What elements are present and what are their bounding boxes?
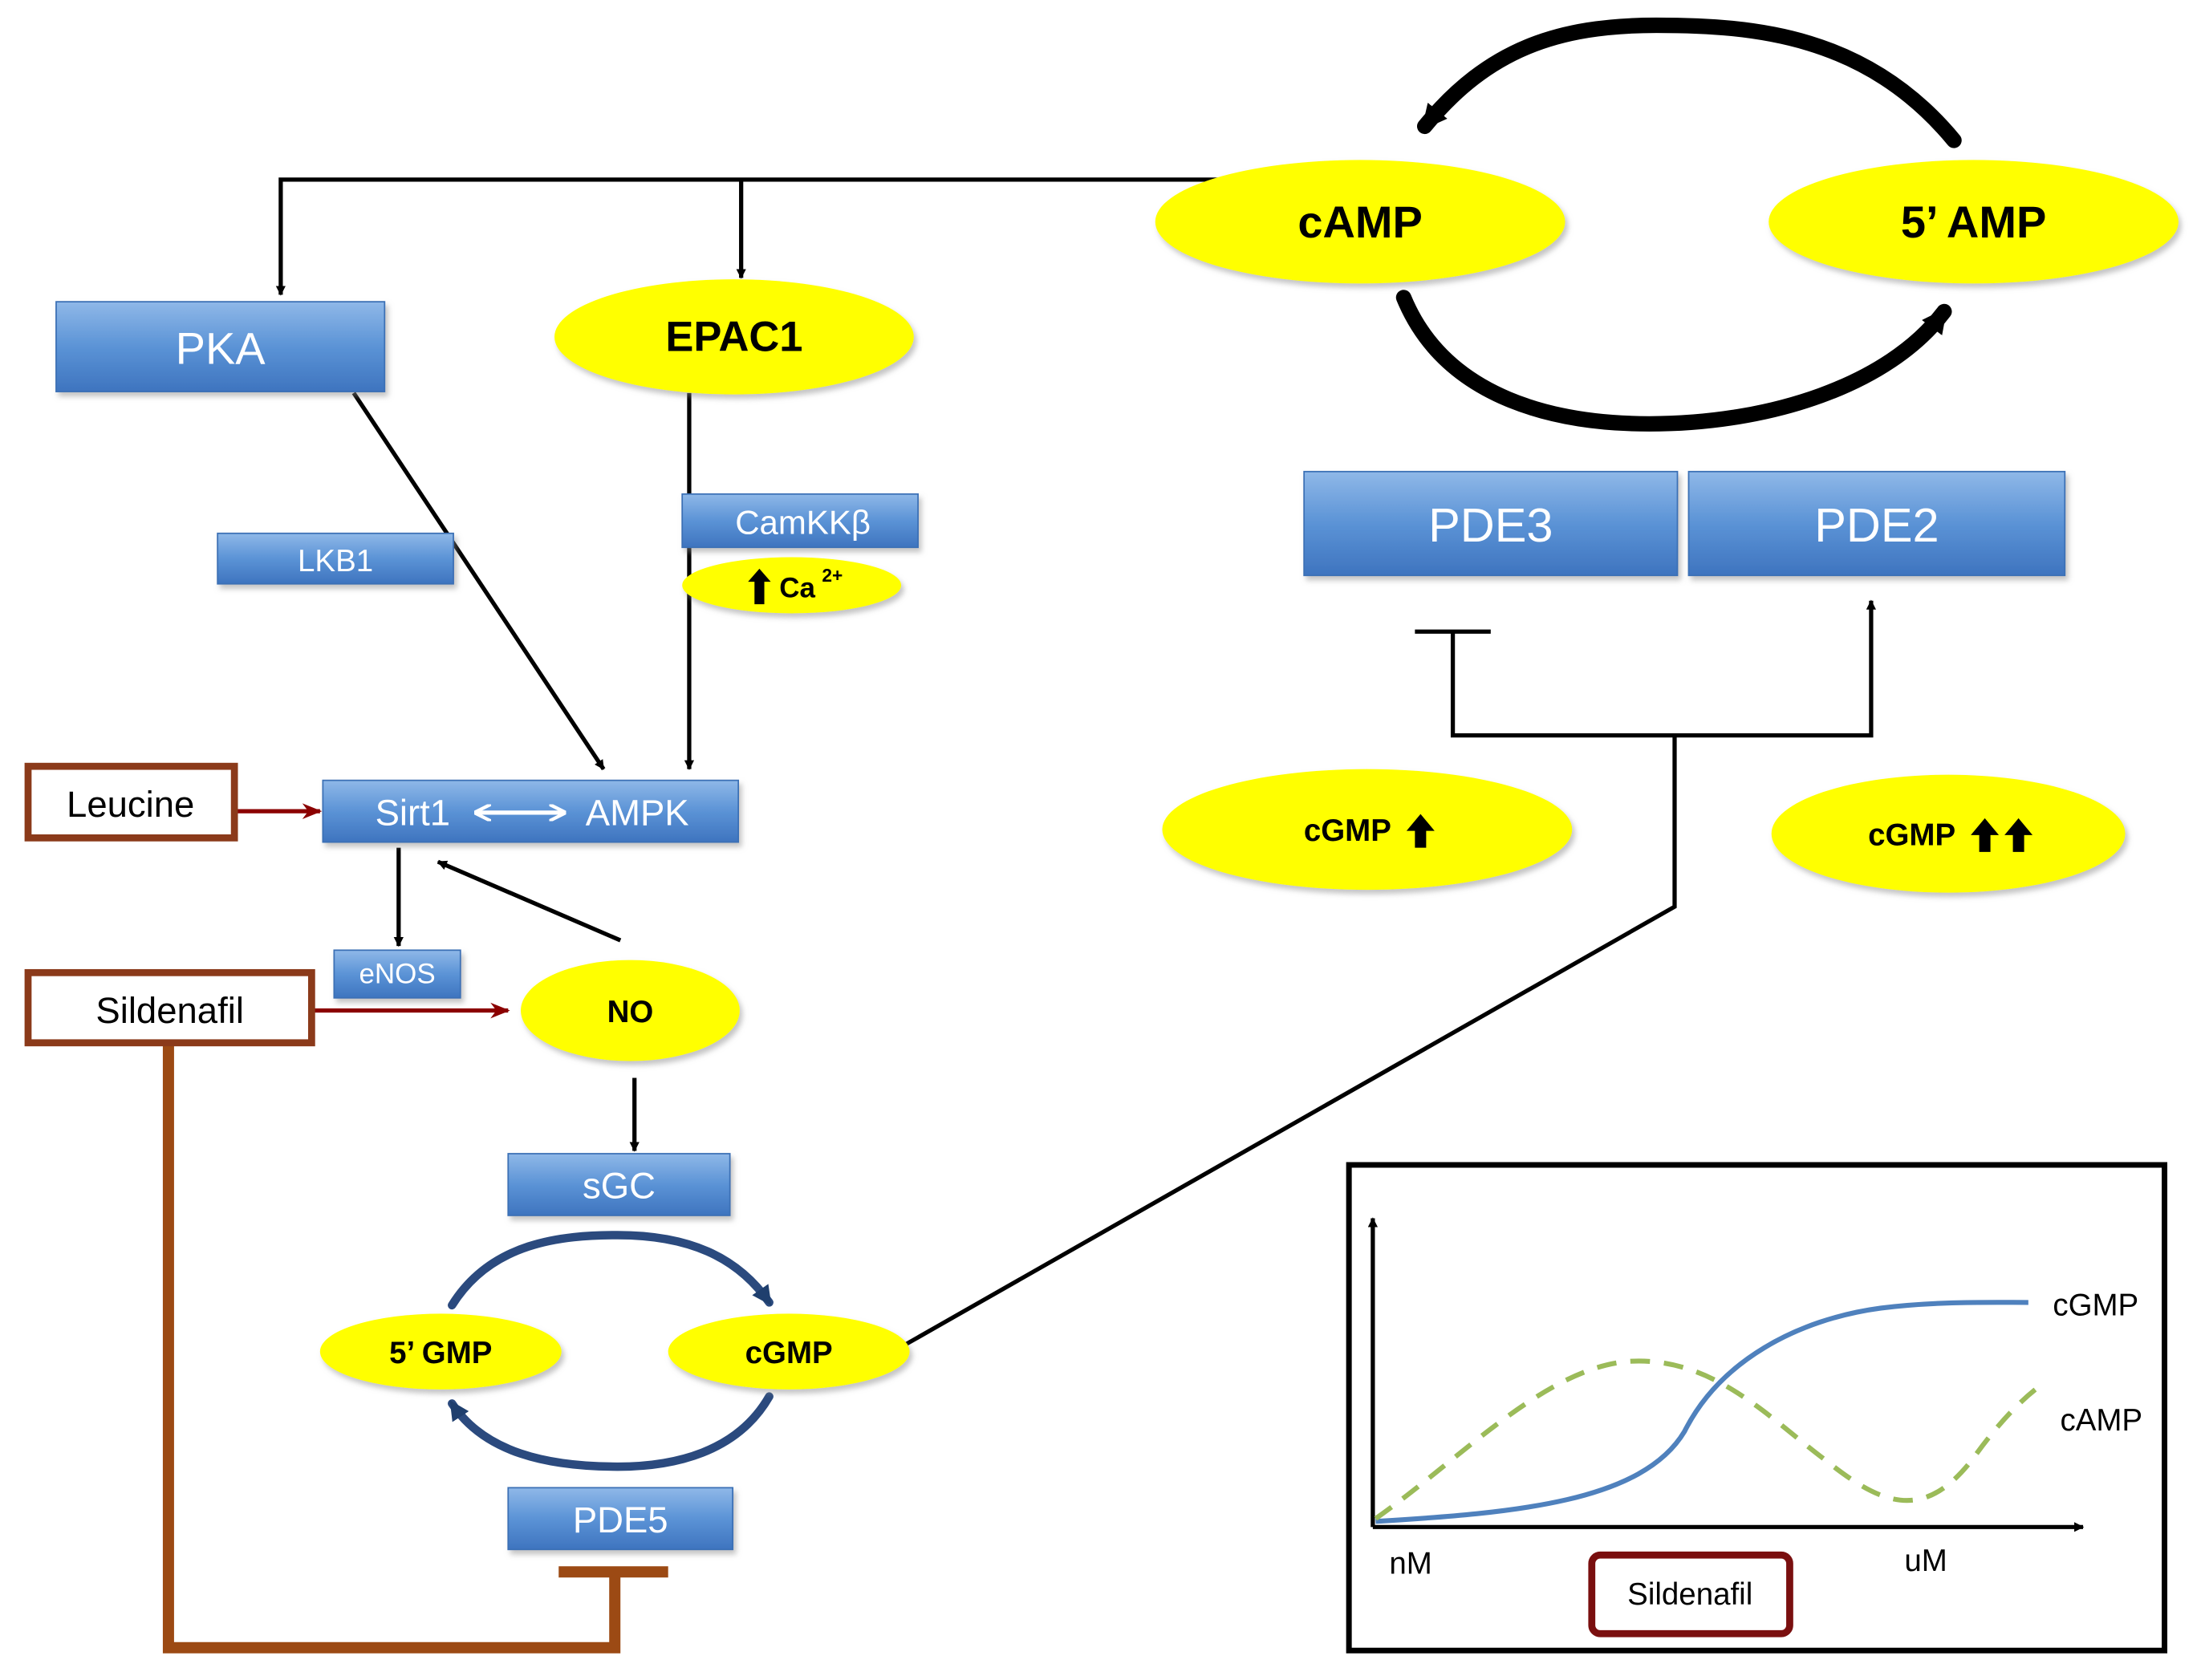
camp-to-amp5-arc <box>1395 290 1952 432</box>
inset-camp-label: cAMP <box>2060 1403 2142 1438</box>
cgmp-curve <box>1375 1300 2028 1524</box>
camp-curve <box>1374 1358 2037 1521</box>
pde3-label: PDE3 <box>1428 498 1553 552</box>
inset-cgmp-label: cGMP <box>2053 1288 2138 1322</box>
up-arrow-icon <box>1406 814 1435 848</box>
node-no: NO <box>521 960 740 1061</box>
gmp5-label: 5’ GMP <box>389 1336 492 1370</box>
ca-label: Ca <box>779 572 815 603</box>
up-arrow-icon <box>2004 818 2033 852</box>
node-pka: PKA <box>55 301 386 392</box>
no-label: NO <box>607 995 654 1029</box>
pde3-inhibition-line <box>1450 631 1675 738</box>
node-enos: eNOS <box>333 949 461 999</box>
node-sirt1-ampk: Sirt1 AMPK <box>322 779 740 843</box>
node-cgmp-upup: cGMP <box>1771 774 2126 893</box>
node-sgc: sGC <box>507 1153 731 1216</box>
node-ca: Ca 2+ <box>682 557 902 614</box>
connectors <box>275 177 1877 1347</box>
camp-branch-line <box>275 177 1224 296</box>
node-cgmp: cGMP <box>668 1313 910 1390</box>
node-sildenafil: Sildenafil <box>24 968 315 1047</box>
pde2-label: PDE2 <box>1814 498 1939 552</box>
drug-arrows <box>235 803 510 1019</box>
up-arrow-icon <box>748 568 771 605</box>
cgmp-label: cGMP <box>745 1336 833 1370</box>
node-lkb1: LKB1 <box>217 532 454 585</box>
pka-label: PKA <box>176 323 266 373</box>
enos-label: eNOS <box>359 959 435 990</box>
ampk-label: AMPK <box>586 792 689 833</box>
pka-to-ampk-arrow <box>351 392 606 771</box>
cgmp-upup-label: cGMP <box>1868 818 1955 852</box>
node-pde3: PDE3 <box>1303 470 1679 577</box>
sirt1-label: Sirt1 <box>376 792 451 833</box>
pde5-label: PDE5 <box>573 1499 668 1540</box>
camp-cycle-arrows <box>1395 17 1962 432</box>
cgmp-to-gmp5-arc <box>448 1392 774 1471</box>
node-leucine: Leucine <box>24 762 238 842</box>
sgc-label: sGC <box>583 1166 656 1207</box>
node-5-amp: 5’ AMP <box>1769 160 2179 284</box>
sildenafil-label: Sildenafil <box>95 990 244 1031</box>
cgmp-cycle-arrows <box>448 1231 774 1471</box>
leucine-label: Leucine <box>67 784 194 825</box>
node-pde5: PDE5 <box>507 1487 734 1551</box>
camp-label: cAMP <box>1297 197 1422 247</box>
node-pde2: PDE2 <box>1687 470 2066 577</box>
node-5-gmp: 5’ GMP <box>319 1313 562 1390</box>
inset-graph: cGMP cAMP nM uM Sildenafil <box>1346 1162 2168 1654</box>
gmp5-to-cgmp-arc <box>448 1231 774 1310</box>
inset-sildenafil-label: Sildenafil <box>1627 1577 1752 1612</box>
camkkb-label: CamKKβ <box>735 503 871 541</box>
node-cgmp-up: cGMP <box>1162 769 1573 891</box>
ca-superscript: 2+ <box>822 565 843 586</box>
lkb1-label: LKB1 <box>298 544 373 578</box>
sildenafil-pde5-inhibition <box>162 1044 668 1654</box>
inset-x-low-label: nM <box>1389 1546 1431 1581</box>
amp5-label: 5’ AMP <box>1901 197 2046 247</box>
up-arrow-icon <box>1971 818 2000 852</box>
inset-x-high-label: uM <box>1904 1544 1947 1578</box>
sildenafil-to-pde5-line <box>162 1044 621 1654</box>
pde2-activation-arrow <box>1674 599 1877 738</box>
node-camp: cAMP <box>1155 160 1565 284</box>
node-camkkb: CamKKβ <box>681 493 919 549</box>
no-to-ampk-arrow <box>437 859 622 943</box>
epac1-label: EPAC1 <box>665 313 802 360</box>
amp5-to-camp-arc <box>1416 17 1962 148</box>
cgmp-up-label: cGMP <box>1304 814 1391 848</box>
cgmp-to-pde-junction-line <box>904 735 1677 1347</box>
node-epac1: EPAC1 <box>554 279 914 395</box>
